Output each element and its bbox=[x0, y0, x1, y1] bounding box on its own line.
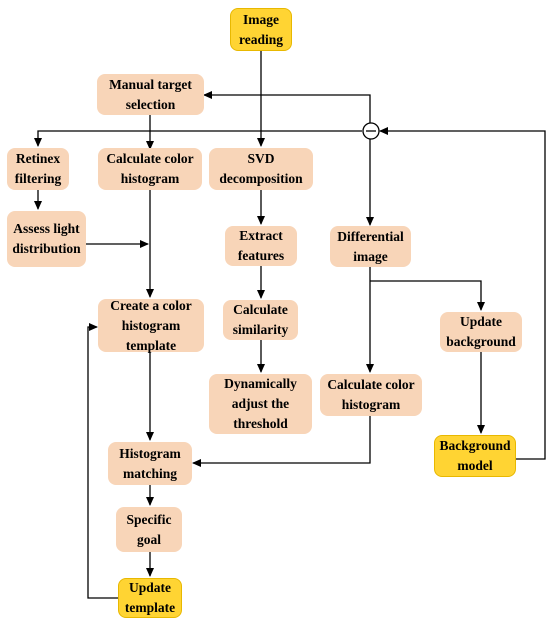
edge-right-histogram-to-matching bbox=[192, 416, 371, 467]
node-manual-target-selection: Manual target selection bbox=[97, 74, 204, 115]
node-assess-light-distribution: Assess light distribution bbox=[7, 211, 86, 267]
node-calculate-color-histogram-right: Calculate color histogram bbox=[320, 374, 422, 416]
node-extract-features: Extract features bbox=[225, 226, 297, 266]
edge-background-feedback bbox=[379, 127, 546, 460]
edge-image-to-differential bbox=[261, 94, 374, 226]
edge-bus-to-retinex bbox=[34, 130, 362, 147]
node-calculate-similarity: Calculate similarity bbox=[223, 300, 298, 340]
edge-update-template-feedback bbox=[87, 323, 118, 599]
node-histogram-matching: Histogram matching bbox=[108, 442, 192, 485]
node-svd-decomposition: SVD decomposition bbox=[209, 148, 313, 190]
node-calculate-color-histogram-left: Calculate color histogram bbox=[98, 148, 202, 190]
node-image-reading: Image reading bbox=[230, 8, 292, 51]
node-background-model: Background model bbox=[434, 435, 516, 477]
node-differential-image: Differential image bbox=[330, 226, 411, 267]
node-create-color-histogram-template: Create a color histogram template bbox=[98, 298, 204, 353]
edge-differential-to-update-bg bbox=[370, 280, 485, 311]
node-retinex-filtering: Retinex filtering bbox=[7, 148, 69, 190]
node-dynamically-adjust-threshold: Dynamically adjust the threshold bbox=[209, 374, 312, 434]
node-specific-goal: Specific goal bbox=[116, 507, 182, 552]
minus-circle-icon bbox=[362, 122, 380, 140]
node-update-template: Update template bbox=[118, 578, 182, 618]
node-update-background: Update background bbox=[440, 312, 522, 352]
